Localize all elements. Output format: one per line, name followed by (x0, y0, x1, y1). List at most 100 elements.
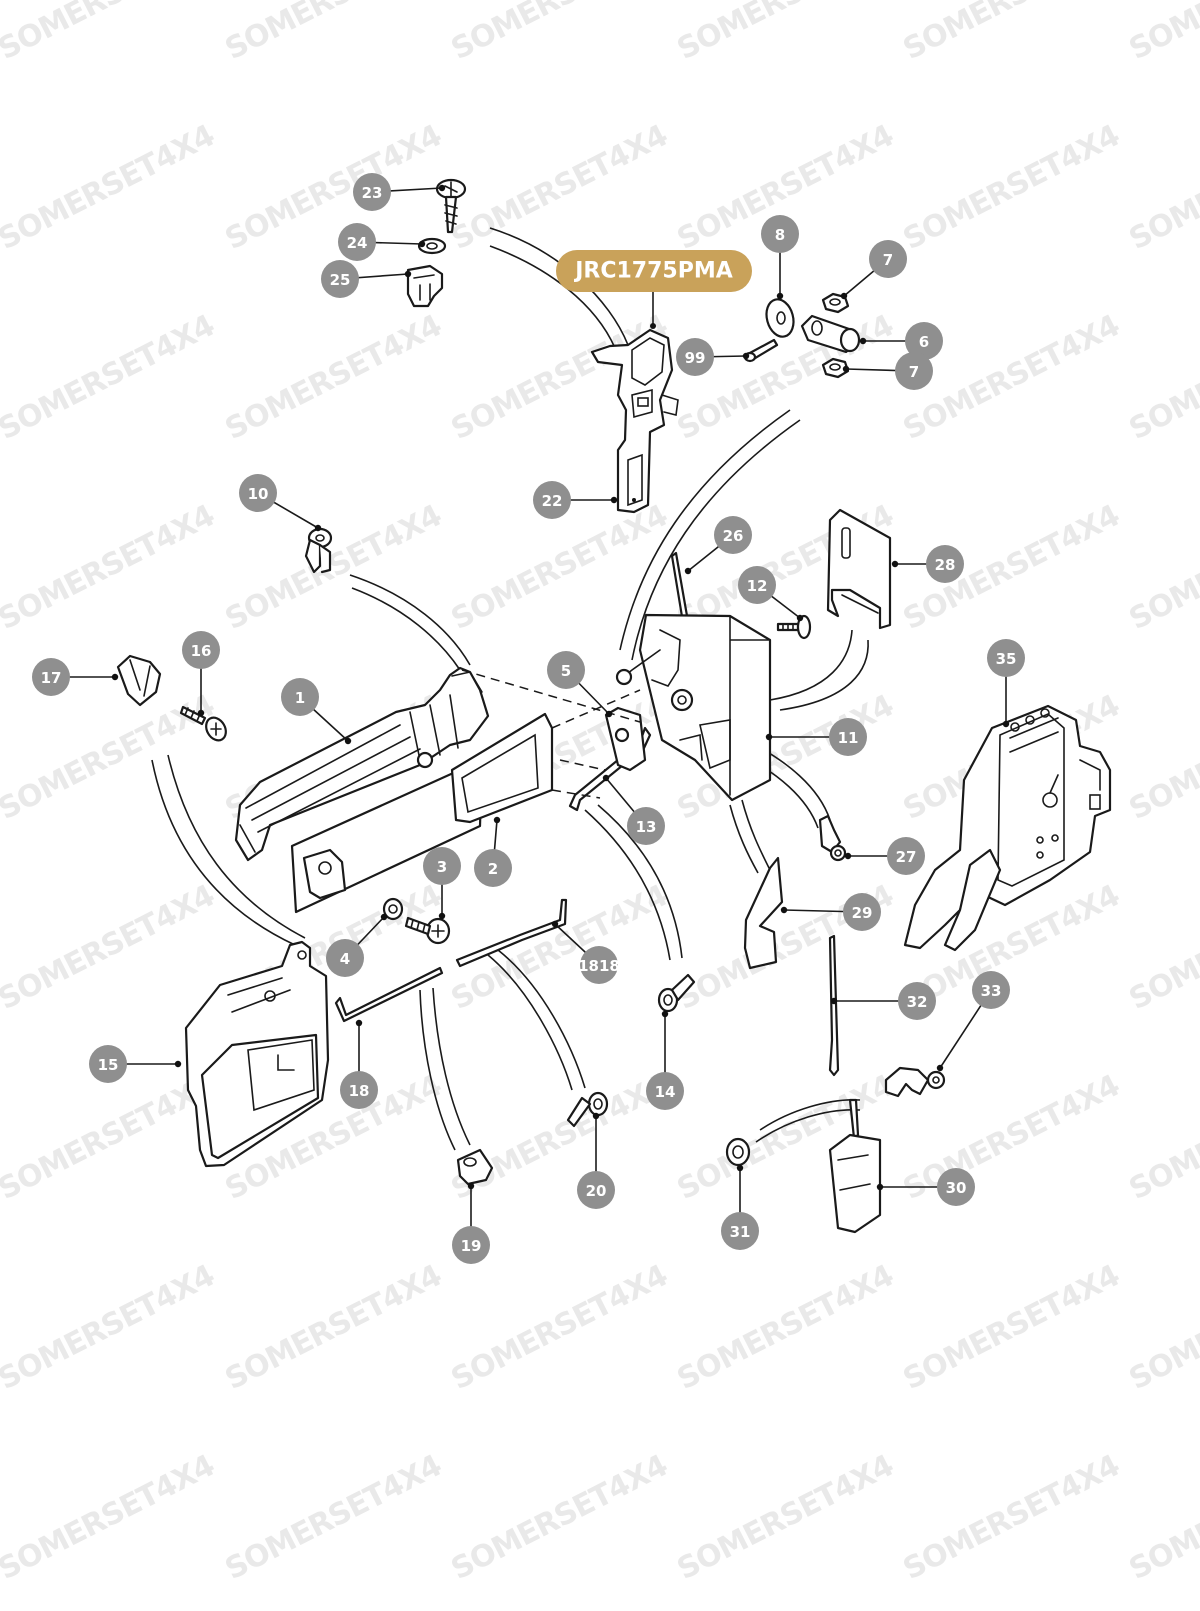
callout-circle (423, 847, 461, 885)
callout-29[interactable]: 29 (780, 893, 881, 931)
callout-23[interactable]: 23 (353, 173, 446, 211)
watermark-text: SOMERSET4X4 (0, 0, 220, 67)
clip-nut-25 (406, 264, 444, 308)
leader-dot (830, 997, 838, 1005)
leader-dot (438, 184, 446, 192)
callout-11[interactable]: 11 (765, 718, 867, 756)
leader-dot (355, 1019, 363, 1027)
watermark-text: SOMERSET4X4 (220, 308, 447, 447)
callout-number: 1 (295, 689, 305, 707)
link-6 (800, 314, 861, 354)
callout-number: 24 (347, 234, 368, 252)
callout-number: 5 (561, 662, 571, 680)
leader-dot (842, 365, 850, 373)
callout-circle (738, 566, 776, 604)
leader-dot (859, 337, 867, 345)
callout-7[interactable]: 7 (842, 352, 933, 390)
callout-number: 17 (41, 669, 62, 687)
callout-8[interactable]: 8 (761, 215, 799, 300)
callout-number: 16 (191, 642, 212, 660)
leader-dot (493, 816, 501, 824)
callout-circle (239, 474, 277, 512)
watermark-text: SOMERSET4X4 (446, 878, 673, 1017)
clip-10 (304, 527, 333, 574)
callout-circle (32, 658, 70, 696)
leader-dot (796, 614, 804, 622)
callout-number: 35 (996, 650, 1017, 668)
highlight-part-label[interactable]: JRC1775PMA (556, 250, 752, 292)
parts (116, 178, 1112, 1234)
callout-5[interactable]: 5 (547, 651, 613, 718)
callout-26[interactable]: 26 (684, 516, 752, 575)
callout-28[interactable]: 28 (891, 545, 964, 583)
interior-handle-15 (184, 940, 330, 1168)
callout-circle (646, 1072, 684, 1110)
callout-31[interactable]: 31 (721, 1164, 759, 1250)
leader-dot (467, 1182, 475, 1190)
leader-dot (551, 920, 559, 928)
callout-24[interactable]: 24 (338, 223, 426, 261)
callout-17[interactable]: 17 (32, 658, 119, 696)
callout-number: 13 (636, 818, 657, 836)
leader-dot (610, 496, 618, 504)
leader-dot (418, 240, 426, 248)
callout-7[interactable]: 7 (840, 240, 907, 300)
watermark-text: SOMERSET4X4 (1124, 688, 1200, 827)
watermark-text: SOMERSET4X4 (898, 1258, 1125, 1397)
callout-circle (627, 807, 665, 845)
callout-circle (898, 982, 936, 1020)
callout-14[interactable]: 14 (646, 1010, 684, 1110)
rod-13 (568, 726, 652, 812)
callout-99[interactable]: 99 (676, 338, 750, 376)
callout-1[interactable]: 1 (281, 678, 352, 745)
watermark-text: SOMERSET4X4 (446, 498, 673, 637)
callout-22[interactable]: 22 (533, 481, 618, 519)
callout-4[interactable]: 4 (326, 913, 388, 977)
connector-curves (151, 227, 869, 1151)
watermark-text: SOMERSET4X4 (446, 0, 673, 67)
callout-circle (281, 678, 319, 716)
washer-8 (765, 298, 795, 338)
callout-circle (353, 173, 391, 211)
leader-dot (891, 560, 899, 568)
callout-33[interactable]: 33 (936, 971, 1010, 1072)
callout-number: 10 (248, 485, 269, 503)
callout-number: 20 (586, 1182, 607, 1200)
leader-dot (742, 352, 750, 360)
callout-number: 33 (981, 982, 1002, 1000)
callout-12[interactable]: 12 (738, 566, 804, 622)
callout-2[interactable]: 2 (474, 816, 512, 887)
bezel-plate-2 (290, 712, 554, 914)
leader-dot (314, 524, 322, 532)
callout-number: 28 (935, 556, 956, 574)
callout-25[interactable]: 25 (321, 260, 412, 298)
watermark-text: SOMERSET4X4 (1124, 0, 1200, 67)
leader-dot (174, 1060, 182, 1068)
callout-20[interactable]: 20 (577, 1112, 615, 1209)
callout-19[interactable]: 19 (452, 1182, 490, 1264)
watermark-text: SOMERSET4X4 (898, 0, 1125, 67)
callout-35[interactable]: 35 (987, 639, 1025, 728)
callout-13[interactable]: 13 (602, 774, 665, 845)
callout-circle (182, 631, 220, 669)
callout-15[interactable]: 15 (89, 1045, 182, 1083)
washer-24 (417, 237, 447, 255)
callout-circle (577, 1171, 615, 1209)
lever-5 (604, 706, 647, 772)
microswitch-30 (828, 1098, 882, 1234)
rod-18 (334, 966, 444, 1023)
callout-6[interactable]: 6 (859, 322, 943, 360)
callout-3[interactable]: 3 (423, 847, 461, 920)
callout-10[interactable]: 10 (239, 474, 322, 532)
callout-32[interactable]: 32 (830, 982, 936, 1020)
leader-dot (780, 906, 788, 914)
callout-16[interactable]: 16 (182, 631, 220, 717)
callout-27[interactable]: 27 (844, 837, 925, 875)
watermark-text: SOMERSET4X4 (0, 498, 220, 637)
watermark-text: SOMERSET4X4 (898, 1448, 1125, 1587)
callout-18[interactable]: 18 (340, 1019, 378, 1109)
callout-circle (721, 1212, 759, 1250)
leader-dot (840, 292, 848, 300)
callout-30[interactable]: 30 (876, 1168, 975, 1206)
callout-1818[interactable]: 1818 (551, 920, 620, 984)
